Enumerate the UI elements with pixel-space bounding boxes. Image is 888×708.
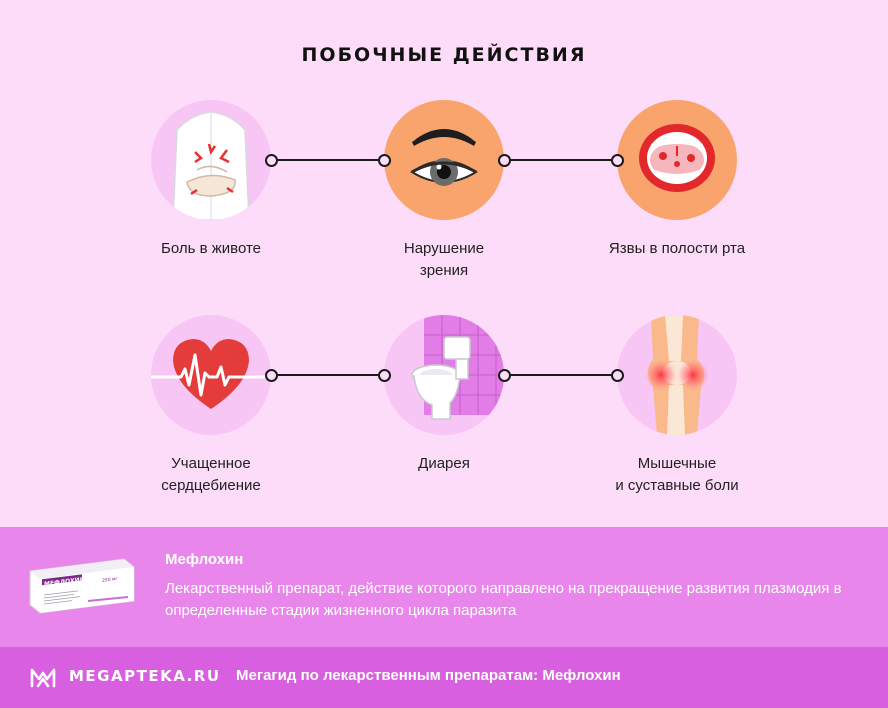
stomach-pain-icon <box>151 100 271 220</box>
connector-dot <box>265 369 278 382</box>
connector-dot <box>498 369 511 382</box>
footer-bar: MEGAPTEKA.RU Мегагид по лекарственным пр… <box>0 647 888 708</box>
effect-label-joints-text: Мышечные и суставные боли <box>615 455 739 494</box>
effect-label-stomach: Боль в животе <box>161 240 261 257</box>
connector-dot <box>611 369 624 382</box>
drug-description: Лекарственный препарат, действие которог… <box>165 580 842 619</box>
drug-info-band: МЕФЛОХИН 250 мг Мефлохин Лекарственный п… <box>0 527 888 647</box>
effect-label-diarrhea: Диарея <box>418 455 470 472</box>
connector-dot <box>378 369 391 382</box>
connector-dot <box>498 154 511 167</box>
effect-label-vision-text: Нарушение зрения <box>403 240 485 279</box>
effect-label-heartbeat: Учащенное сердцебиение <box>121 453 301 497</box>
heartbeat-icon <box>151 315 271 435</box>
pack-dose-text: 250 мг <box>102 576 118 584</box>
pack-brand-text: МЕФЛОХИН <box>44 576 85 588</box>
eye-icon <box>384 100 504 220</box>
megapteka-logo-text[interactable]: MEGAPTEKA.RU <box>69 667 221 685</box>
drug-name: Мефлохин <box>165 551 244 568</box>
connector-dot <box>265 154 278 167</box>
effect-label-heartbeat-text: Учащенное сердцебиение <box>161 455 261 494</box>
footer-tagline: Мегагид по лекарственным препаратам: Меф… <box>236 667 621 684</box>
connector-dot <box>378 154 391 167</box>
connector-line <box>274 374 382 376</box>
drug-package-image: МЕФЛОХИН 250 мг <box>28 557 136 615</box>
mouth-ulcers-icon <box>617 100 737 220</box>
effect-label-joints: Мышечные и суставные боли <box>587 453 767 497</box>
connector-line <box>507 159 615 161</box>
connector-dot <box>611 154 624 167</box>
effect-label-vision: Нарушение зрения <box>354 238 534 282</box>
page-title: ПОБОЧНЫЕ ДЕЙСТВИЯ <box>301 44 587 66</box>
connector-line <box>507 374 615 376</box>
megapteka-logo-icon[interactable] <box>29 665 57 689</box>
effect-label-mouth: Язвы в полости рта <box>608 240 746 257</box>
joint-pain-icon <box>617 315 737 435</box>
toilet-icon <box>384 315 504 435</box>
connector-line <box>274 159 382 161</box>
